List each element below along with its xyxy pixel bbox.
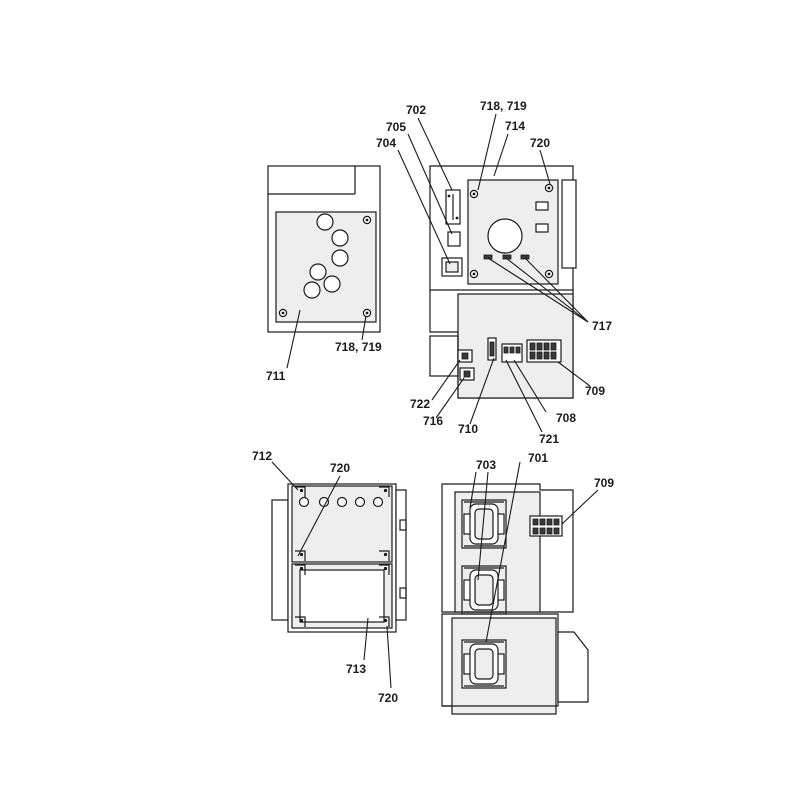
label-720-top: 720 (530, 136, 550, 150)
label-708: 708 (556, 411, 576, 425)
label-720-mid: 720 (330, 461, 350, 475)
label-718-719-top: 718, 719 (480, 99, 527, 113)
leader-lines (271, 113, 599, 689)
label-716: 716 (423, 414, 443, 428)
label-722: 722 (410, 397, 430, 411)
bottom-left-panel (271, 483, 407, 633)
label-710: 710 (458, 422, 478, 436)
label-704: 704 (376, 136, 396, 150)
label-713: 713 (346, 662, 366, 676)
label-717: 717 (592, 319, 612, 333)
label-701: 701 (528, 451, 548, 465)
reference-numerals: 702 718, 719 705 714 704 720 717 718, 71… (252, 99, 614, 705)
label-702: 702 (406, 103, 426, 117)
label-721: 721 (539, 432, 559, 446)
top-right-unit (429, 165, 577, 399)
label-709-bottom: 709 (594, 476, 614, 490)
label-705: 705 (386, 120, 406, 134)
label-703: 703 (476, 458, 496, 472)
panel-711-door (267, 165, 381, 333)
label-718-719-left: 718, 719 (335, 340, 382, 354)
label-714: 714 (505, 119, 525, 133)
bottom-right-unit (441, 483, 589, 715)
label-709-top: 709 (585, 384, 605, 398)
label-712: 712 (252, 449, 272, 463)
label-711: 711 (266, 369, 286, 383)
label-720-bottom: 720 (378, 691, 398, 705)
